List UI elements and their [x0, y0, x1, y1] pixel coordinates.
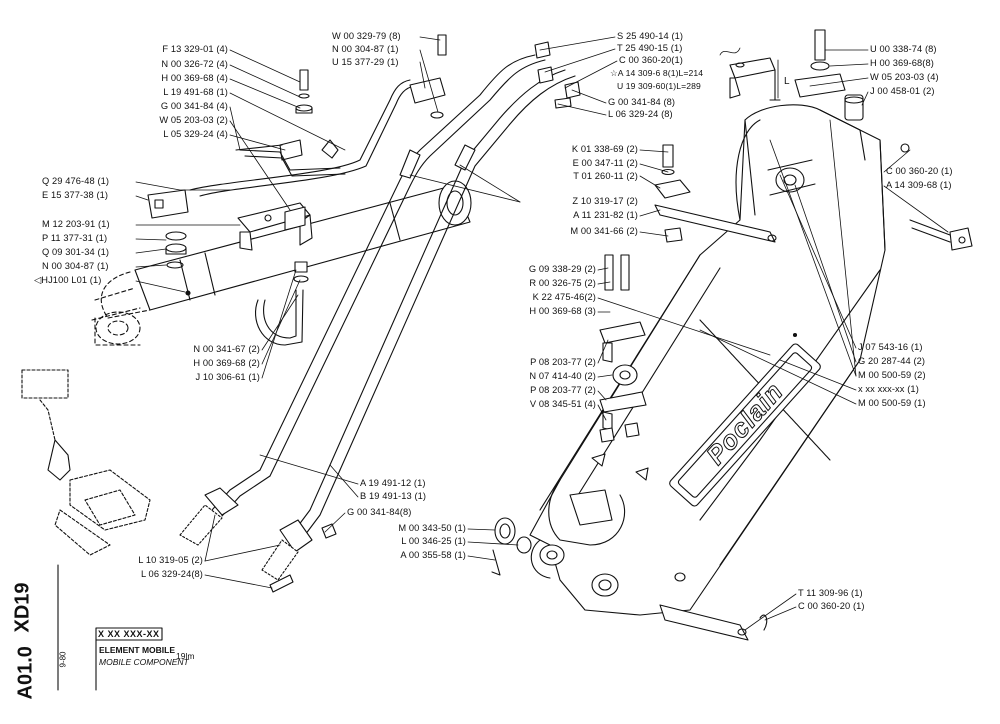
boom-arm	[529, 104, 886, 616]
pipes-upper-left	[189, 79, 415, 197]
part-label: M 00 500-59 (2)	[858, 370, 926, 380]
part-label: U 00 338-74 (8)	[870, 44, 937, 54]
part-label: P 08 203-77 (2)	[530, 357, 596, 367]
part-label: T 11 309-96 (1)	[798, 588, 863, 598]
part-label: T 25 490-15 (1)	[617, 43, 683, 53]
part-label: N 00 304-87 (1)	[42, 261, 109, 271]
part-label: A 14 309-68 (1)	[886, 180, 952, 190]
part-label: M 00 341-66 (2)	[570, 226, 638, 236]
part-label: G 09 338-29 (2)	[528, 264, 596, 274]
part-label: N 00 304-87 (1)	[332, 44, 399, 54]
part-label: L 06 329-24 (8)	[608, 109, 673, 119]
part-label: H 00 369-68(8)	[870, 58, 934, 68]
part-label: N 07 414-40 (2)	[529, 371, 596, 381]
center-assembly	[491, 144, 777, 641]
part-label: L 10 319-05 (2)	[138, 555, 203, 565]
part-label: U 19 309-60(1)L=289	[617, 81, 701, 91]
title-serial: X XX XXX-XX	[98, 629, 160, 639]
side-code-2: A01.0	[14, 646, 37, 700]
part-label: W 00 329-79 (8)	[332, 31, 401, 41]
part-label: K 22 475-46(2)	[532, 292, 596, 302]
part-label: T 01 260-11 (2)	[573, 171, 638, 181]
boom-top-parts	[729, 29, 973, 251]
part-label: G 00 341-84(8)	[347, 507, 412, 517]
part-label: G 20 287-44 (2)	[858, 356, 926, 366]
inset-thumbnail	[21, 369, 151, 556]
part-label: A 00 355-58 (1)	[400, 550, 466, 560]
part-label: ☆A 14 309-6 8(1)L=214	[610, 68, 704, 78]
part-label: C 00 360-20 (1)	[886, 166, 953, 176]
part-label: L 05 329-24 (4)	[163, 129, 228, 139]
title-block-frame	[57, 564, 163, 691]
part-label: G 00 341-84 (8)	[608, 97, 676, 107]
part-label: J 00 458-01 (2)	[870, 86, 935, 96]
part-label: W 05 203-03 (2)	[159, 115, 228, 125]
part-label: N 00 326-72 (4)	[161, 59, 228, 69]
part-label: J 10 306-61 (1)	[195, 372, 260, 382]
part-label: M 00 343-50 (1)	[398, 523, 466, 533]
part-label: ◁HJ100 L01 (1)	[34, 275, 102, 285]
part-label: R 00 326-75 (2)	[529, 278, 596, 288]
part-label: M 12 203-91 (1)	[42, 219, 110, 229]
part-label: H 00 369-68 (2)	[193, 358, 260, 368]
part-label: J 07 543-16 (1)	[858, 342, 923, 352]
small-parts-left	[147, 69, 313, 269]
part-label: P 08 203-77 (2)	[530, 385, 596, 395]
part-label: H 00 369-68 (3)	[529, 306, 596, 316]
part-label: P 11 377-31 (1)	[42, 233, 108, 243]
part-label: C 00 360-20 (1)	[798, 601, 865, 611]
part-label: C 00 360-20(1)	[619, 55, 683, 65]
side-date: 9-80	[58, 651, 68, 668]
top-hose-clamps	[409, 34, 581, 119]
part-label: V 08 345-51 (4)	[529, 399, 596, 409]
hydraulic-cylinder	[91, 180, 472, 346]
part-label: Q 29 476-48 (1)	[42, 176, 110, 186]
part-label: B 19 491-13 (1)	[360, 491, 427, 501]
long-hoses	[179, 54, 576, 593]
dimension-letter: L	[784, 76, 790, 87]
part-label: E 00 347-11 (2)	[572, 158, 638, 168]
part-label: x xx xxx-xx (1)	[858, 384, 919, 394]
part-label: A 19 491-12 (1)	[360, 478, 426, 488]
part-label: F 13 329-01 (4)	[162, 44, 228, 54]
part-label: Z 10 319-17 (2)	[572, 196, 638, 206]
title-suffix: 19lm	[176, 651, 195, 661]
part-label: U 15 377-29 (1)	[332, 57, 399, 67]
part-label: W 05 203-03 (4)	[870, 72, 939, 82]
title-fr: ELEMENT MOBILE	[99, 645, 176, 655]
part-label: K 01 338-69 (2)	[571, 144, 638, 154]
part-label: E 15 377-38 (1)	[42, 190, 109, 200]
part-label: H 00 369-68 (4)	[161, 73, 228, 83]
part-label: A 11 231-82 (1)	[573, 210, 638, 220]
clamp-block	[237, 202, 313, 346]
part-label: G 00 341-84 (4)	[160, 101, 228, 111]
title-en: MOBILE COMPONENT	[99, 657, 189, 667]
part-label: L 19 491-68 (1)	[163, 87, 228, 97]
leader-lines	[135, 36, 949, 631]
part-label: Q 09 301-34 (1)	[42, 247, 110, 257]
part-label: L 00 346-25 (1)	[401, 536, 466, 546]
part-label: M 00 500-59 (1)	[858, 398, 926, 408]
part-label: L 06 329-24(8)	[140, 569, 203, 579]
part-label: N 00 341-67 (2)	[193, 344, 260, 354]
part-label: S 25 490-14 (1)	[617, 31, 684, 41]
